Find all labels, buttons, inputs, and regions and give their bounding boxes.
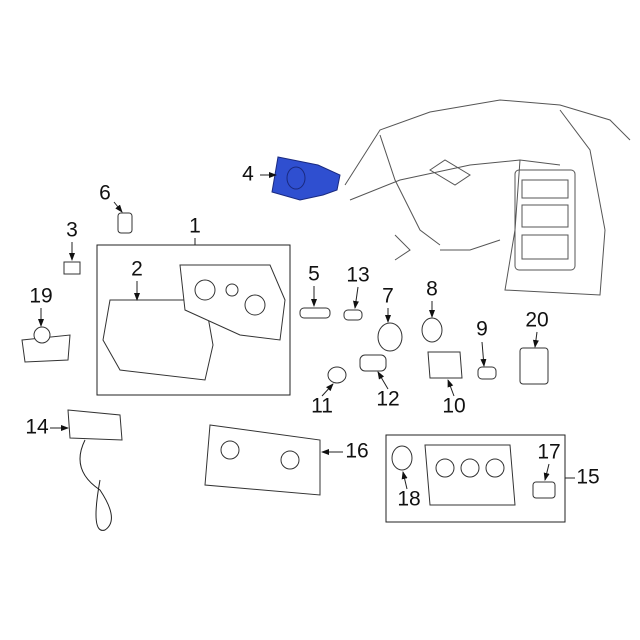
dashboard-outline [344,99,631,296]
callout-3: 3 [66,219,78,242]
callout-5: 5 [308,263,320,286]
callout-4: 4 [242,163,254,186]
part-15-climate-control [424,444,516,506]
leader-lines [38,172,575,490]
small-parts [21,212,556,531]
callout-2: 2 [131,258,143,281]
callout-9: 9 [476,318,488,341]
group-box-1 [96,244,291,396]
callout-10: 10 [442,395,465,418]
callout-19: 19 [29,285,52,308]
callout-17: 17 [537,441,560,464]
part-4-highlighted [271,156,341,201]
part-16-control-panel [204,424,321,496]
callout-16: 16 [345,440,368,463]
callout-12: 12 [376,388,399,411]
callout-13: 13 [346,264,369,287]
callout-7: 7 [382,285,394,308]
callout-18: 18 [397,488,420,511]
callout-14: 14 [25,416,49,439]
callout-20: 20 [525,309,548,332]
part-1-cluster [179,264,286,341]
callout-8: 8 [426,278,438,301]
callout-11: 11 [311,395,333,418]
callout-1: 1 [189,215,201,238]
callout-15: 15 [576,466,599,489]
callout-6: 6 [99,182,111,205]
